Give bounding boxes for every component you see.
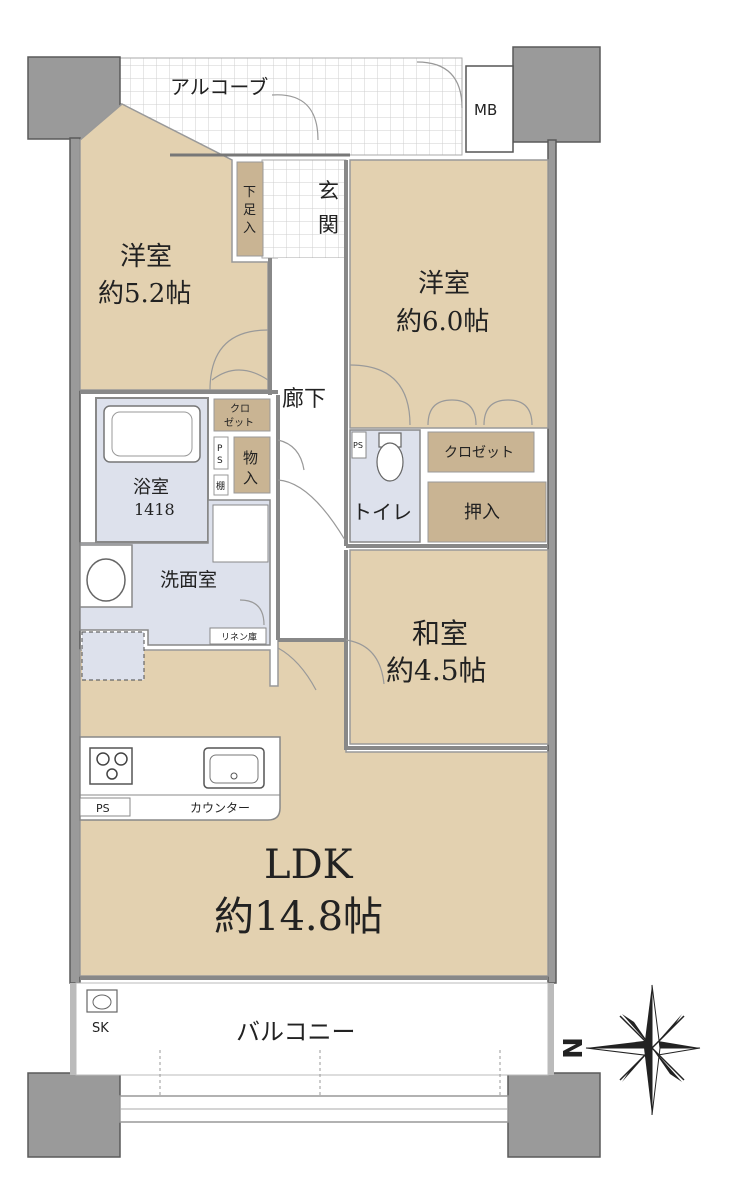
- label-western2-name: 洋室: [418, 269, 470, 299]
- label-shoebox-2: 足: [243, 203, 256, 218]
- japanese-room: [349, 549, 549, 745]
- label-small-closet-1: クロ: [230, 403, 250, 415]
- label-storage-2: 入: [243, 469, 258, 487]
- label-ldk-name: LDK: [264, 842, 354, 888]
- label-linen: リネン庫: [221, 631, 257, 643]
- washer-area: [212, 504, 269, 563]
- label-balcony: バルコニー: [236, 1018, 356, 1046]
- label-ps-v-2: S: [217, 456, 223, 466]
- label-toilet: トイレ: [352, 500, 412, 524]
- compass-north-label: N: [559, 1037, 589, 1059]
- door-swings: [209, 61, 533, 691]
- label-western1-size: 約5.2帖: [98, 279, 191, 309]
- kitchen-ps: [79, 797, 131, 817]
- toilet-ps: [351, 431, 367, 459]
- oshiire: [427, 481, 547, 543]
- hallway: [278, 258, 346, 640]
- entrance-floor: [261, 159, 347, 259]
- wall-right: [547, 139, 557, 984]
- label-shelf: 棚: [216, 480, 225, 492]
- column-top-right: [512, 46, 601, 143]
- label-shoebox-3: 入: [243, 221, 256, 236]
- label-ldk-size: 約14.8帖: [214, 894, 383, 940]
- toilet-bowl: [376, 442, 404, 482]
- sk-sink-icon: [86, 989, 118, 1013]
- label-sk: SK: [92, 1021, 109, 1036]
- bathtub-inner: [111, 411, 193, 457]
- label-small-closet-2: ゼット: [224, 417, 254, 429]
- label-ps-v-1: P: [217, 444, 223, 454]
- label-western2-size: 約6.0帖: [396, 307, 489, 337]
- ps-box-vertical: [213, 436, 229, 470]
- label-western1-name: 洋室: [120, 242, 172, 272]
- label-japanese-name: 和室: [412, 617, 468, 650]
- fridge-space: [81, 631, 145, 681]
- shelf: [213, 474, 229, 496]
- stove-icon: [89, 747, 133, 785]
- label-mb: MB: [474, 101, 497, 119]
- label-oshiire: 押入: [464, 502, 500, 523]
- label-toilet-ps: PS: [353, 441, 363, 450]
- label-storage-1: 物: [243, 449, 258, 467]
- compass-icon: [585, 984, 701, 1116]
- wall-lower-right: [548, 983, 554, 1075]
- small-closet: [213, 398, 271, 432]
- label-kitchen-ps: PS: [96, 802, 110, 815]
- western-room-2: [349, 159, 549, 429]
- storage: [233, 436, 271, 494]
- label-washroom: 洗面室: [160, 569, 217, 591]
- wall-left: [69, 137, 81, 984]
- kitchen-sink-icon: [203, 747, 265, 789]
- label-closet-wide: クロゼット: [444, 445, 514, 461]
- label-japanese-size: 約4.5帖: [386, 654, 487, 687]
- label-counter: カウンター: [190, 801, 250, 815]
- label-entrance-1: 玄: [318, 179, 339, 203]
- column-bottom-left: [27, 1072, 121, 1158]
- balcony: [75, 982, 549, 1076]
- wash-basin: [86, 558, 126, 602]
- label-shoebox-1: 下: [243, 185, 256, 200]
- label-hallway: 廊下: [282, 387, 326, 412]
- linen-box: [209, 627, 267, 645]
- mb-box: [465, 65, 514, 153]
- label-bath-name: 浴室: [133, 477, 169, 498]
- shoe-box: [236, 161, 264, 257]
- label-alcove: アルコーブ: [170, 75, 268, 99]
- label-entrance-2: 関: [318, 213, 339, 237]
- wall-lower-left: [70, 983, 76, 1075]
- wide-closet: [427, 431, 535, 473]
- column-bottom-right: [507, 1072, 601, 1158]
- label-bath-size: 1418: [134, 500, 175, 519]
